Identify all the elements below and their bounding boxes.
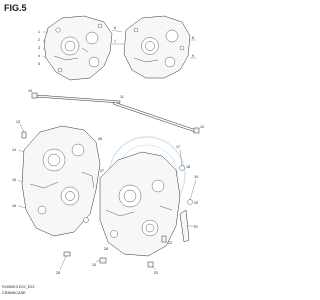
callout-26: 26 — [98, 137, 102, 141]
callout-1: 1 — [38, 30, 40, 34]
callout-14: 14 — [12, 148, 16, 152]
figure-title: FIG.5 — [4, 3, 27, 13]
stud-bolt-right — [112, 101, 200, 134]
figure-caption: CRANKCASE — [2, 291, 26, 295]
crankcase-right-half — [99, 151, 181, 257]
callout-22: 22 — [168, 241, 172, 245]
crankcase-upper-right-view — [123, 15, 191, 79]
callout-11: 11 — [120, 95, 124, 99]
model-code: SV650K3 E02_E03 — [2, 285, 35, 289]
callout-5: 5 — [38, 62, 40, 66]
callout-24: 24 — [92, 263, 96, 267]
callout-10: 10 — [28, 89, 32, 93]
crankcase-exploded-diagram: 1 2 3 4 5 6 7 8 9 10 11 12 13 14 15 16 1… — [12, 15, 204, 275]
callout-4: 4 — [38, 54, 40, 58]
callout-28: 28 — [104, 247, 108, 251]
callout-13: 13 — [16, 120, 20, 124]
callout-23: 23 — [154, 271, 158, 275]
callout-27: 27 — [100, 169, 104, 173]
leader-lines — [17, 29, 197, 271]
callout-labels: 1 2 3 4 5 6 7 8 9 10 11 12 13 14 15 16 1… — [12, 26, 204, 275]
callout-21: 21 — [194, 225, 198, 229]
callout-15: 15 — [12, 178, 16, 182]
callout-3: 3 — [38, 46, 40, 50]
callout-17: 17 — [176, 145, 180, 149]
crankcase-left-half — [21, 125, 101, 237]
callout-18: 18 — [186, 165, 190, 169]
crankcase-upper-left-view — [43, 15, 113, 81]
callout-6: 6 — [114, 26, 116, 30]
callout-9: 9 — [192, 54, 194, 58]
callout-25: 25 — [56, 271, 60, 275]
callout-2: 2 — [38, 38, 40, 42]
callout-8: 8 — [192, 36, 194, 40]
callout-20: 20 — [194, 201, 198, 205]
small-hardware — [21, 131, 193, 268]
callout-7: 7 — [114, 40, 116, 44]
callout-16: 16 — [12, 204, 16, 208]
callout-19: 19 — [194, 175, 198, 179]
stud-bolt-left — [31, 92, 121, 104]
callout-12: 12 — [200, 125, 204, 129]
